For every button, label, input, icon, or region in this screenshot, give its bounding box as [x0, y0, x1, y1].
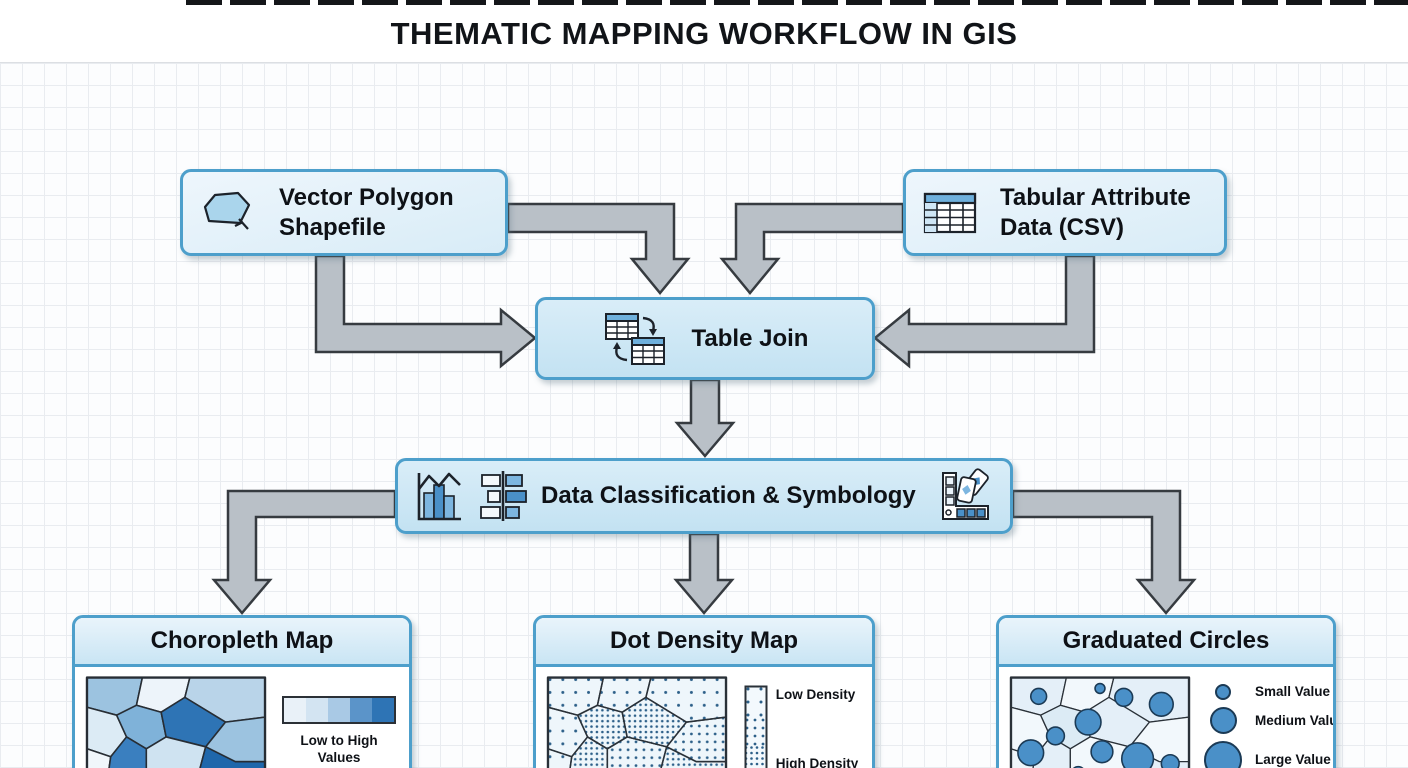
legend-row-large: Large Value [1203, 740, 1333, 768]
table-icon [922, 190, 978, 236]
histogram-icon [413, 469, 465, 523]
node-label: Data Classification & Symbology [541, 482, 916, 510]
panel-body: Small Value Medium Value Large Value [999, 667, 1333, 768]
panel-choropleth-map: Choropleth Map [72, 615, 412, 768]
arrow-vector-to-join-top [506, 202, 691, 295]
polygon-icon [201, 190, 255, 236]
title-band: THEMATIC MAPPING WORKFLOW IN GIS [0, 5, 1408, 63]
choropleth-legend: Low to High Values [279, 695, 399, 767]
node-label-line2: Data (CSV) [1000, 213, 1125, 241]
legend-label: Large Value [1255, 752, 1331, 767]
arrow-tabular-to-join-right [873, 254, 1096, 369]
palette-icon [937, 468, 995, 524]
low-density-label: Low Density [775, 687, 856, 702]
ramp-step [350, 697, 372, 722]
top-border-strip [186, 0, 1408, 5]
node-label: Table Join [691, 324, 809, 352]
arrow-vector-to-join-left [314, 254, 537, 369]
dot-density-legend: Low Density High Density [740, 685, 862, 768]
node-vector-polygon-shapefile: Vector Polygon Shapefile [180, 169, 508, 256]
node-label: Tabular Attribute Data (CSV) [1000, 183, 1191, 242]
node-data-classification-symbology: Data Classification & Symbology [395, 458, 1013, 534]
node-label: Vector Polygon Shapefile [279, 183, 454, 242]
table-join-icon [602, 310, 668, 368]
ramp-step [328, 697, 350, 722]
panel-body: Low Density High Density [536, 667, 872, 768]
panel-header: Dot Density Map [536, 618, 872, 667]
panel-title: Dot Density Map [609, 627, 798, 654]
legend-label: Small Value [1255, 684, 1331, 699]
arrow-join-to-classification [674, 378, 736, 458]
high-density-label: High Density [775, 756, 859, 768]
grid-background: Vector Polygon Shapefile [0, 63, 1408, 768]
arrow-classification-to-graduated [1011, 489, 1197, 615]
graduated-circles-map-preview [1009, 676, 1191, 768]
graduated-legend: Small Value Medium Value Large Value [1203, 683, 1333, 768]
node-label-line1: Tabular Attribute [1000, 184, 1191, 212]
legend-row-medium: Medium Value [1203, 706, 1333, 734]
legend-symbol-wrap [1203, 683, 1243, 700]
node-label-line1: Vector Polygon [279, 184, 454, 212]
node-tabular-attribute-data: Tabular Attribute Data (CSV) [903, 169, 1227, 256]
page-title: THEMATIC MAPPING WORKFLOW IN GIS [390, 15, 1018, 51]
class-breaks-icon [478, 469, 528, 523]
ramp-step [372, 697, 394, 722]
choropleth-map-preview [85, 676, 267, 768]
ramp-step [284, 697, 306, 722]
panel-body: Low to High Values [75, 667, 409, 768]
node-table-join: Table Join [535, 297, 875, 380]
large-circle-symbol [1204, 740, 1242, 768]
node-label-line2: Shapefile [279, 213, 386, 241]
panel-header: Choropleth Map [75, 618, 409, 667]
dot-density-map-preview [546, 676, 728, 768]
small-circle-symbol [1215, 683, 1231, 700]
density-labels: Low Density High Density [776, 685, 859, 768]
panel-graduated-circles: Graduated Circles [996, 615, 1336, 768]
panel-title: Choropleth Map [150, 627, 334, 654]
color-ramp [282, 695, 396, 724]
arrow-classification-to-dot-density [673, 532, 735, 615]
flow-arrows [211, 202, 1197, 615]
density-ramp-bar [744, 685, 768, 768]
arrow-tabular-to-join-top [719, 202, 905, 295]
ramp-caption-line2: Values [317, 749, 361, 765]
ramp-caption-line1: Low to High [300, 732, 378, 748]
ramp-caption: Low to High Values [300, 733, 377, 767]
legend-symbol-wrap [1203, 706, 1243, 734]
legend-row-small: Small Value [1203, 683, 1333, 700]
legend-symbol-wrap [1203, 740, 1243, 768]
panel-header: Graduated Circles [999, 618, 1333, 667]
panel-title: Graduated Circles [1062, 627, 1270, 654]
panel-dot-density-map: Dot Density Map [533, 615, 875, 768]
arrow-classification-to-choropleth [211, 489, 397, 615]
medium-circle-symbol [1209, 706, 1237, 734]
ramp-step [306, 697, 328, 722]
legend-label: Medium Value [1255, 712, 1333, 728]
